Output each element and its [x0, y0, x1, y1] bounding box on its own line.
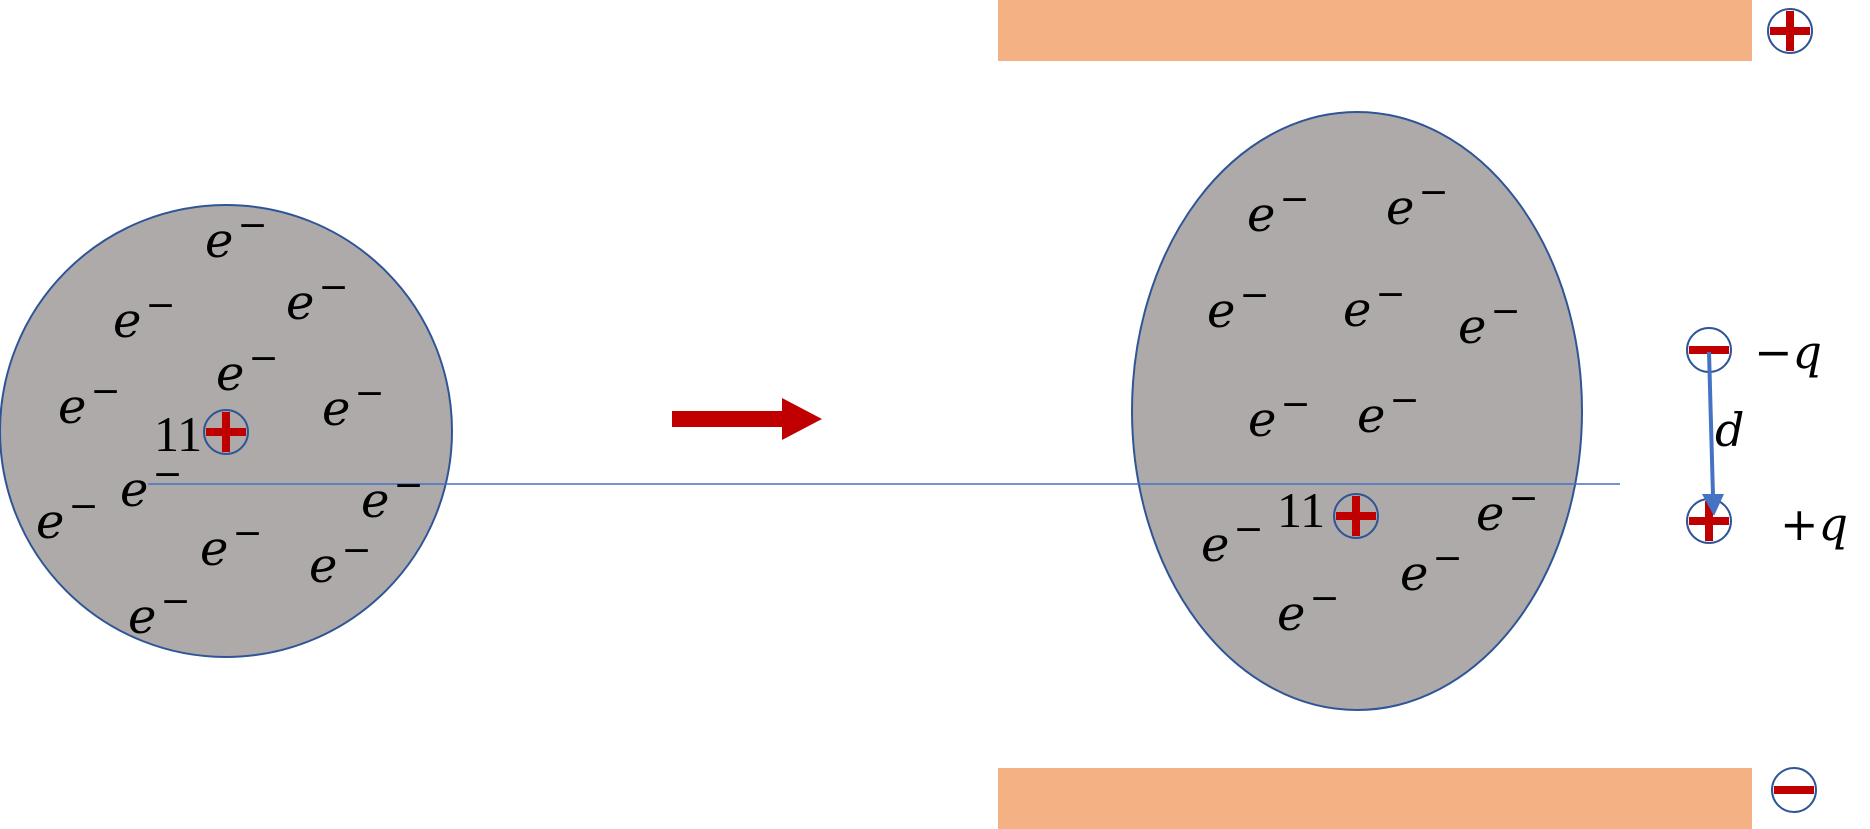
right-electron-label: e− — [1248, 384, 1311, 448]
left-electron-label: e− — [361, 465, 424, 529]
right-atom-cloud — [1131, 111, 1583, 711]
left-nucleus-plus-icon — [203, 409, 249, 455]
right-electron-label: e− — [1277, 578, 1340, 642]
top-plate-plus-icon — [1767, 8, 1813, 54]
left-electron-label: e− — [205, 205, 268, 269]
left-electron-label: e− — [309, 530, 372, 594]
dipole: −q d +q — [1686, 325, 1848, 551]
left-electron-label: e− — [216, 338, 279, 402]
right-electron-label: e− — [1458, 291, 1521, 355]
dipole-separation-label: d — [1715, 403, 1744, 457]
dipole-positive-label: +q — [1780, 497, 1848, 551]
right-electron-group: e−e−e−e−e−e−e−e−e−e−e− — [1201, 172, 1539, 642]
left-electron-label: e− — [286, 267, 349, 331]
right-nucleus-label: 11 — [1277, 482, 1325, 538]
top-plate — [998, 0, 1752, 61]
right-electron-label: e− — [1400, 538, 1463, 602]
left-electron-label: e− — [322, 373, 385, 437]
dipole-arrowhead-icon — [1702, 494, 1724, 516]
right-electron-label: e− — [1357, 380, 1420, 444]
left-nucleus-label: 11 — [154, 406, 202, 462]
left-electron-label: e− — [58, 371, 121, 435]
right-arrow-icon — [672, 398, 822, 440]
right-electron-label: e− — [1201, 509, 1264, 573]
right-electron-label: e− — [1343, 274, 1406, 338]
left-electron-label: e− — [113, 285, 176, 349]
left-nucleus: 11 — [154, 406, 249, 462]
left-electron-label: e− — [36, 486, 99, 550]
bottom-plate — [998, 768, 1752, 829]
left-electron-label: e− — [120, 454, 183, 518]
right-nucleus: 11 — [1277, 482, 1379, 539]
dipole-arrow — [1707, 351, 1715, 497]
right-nucleus-plus-icon — [1333, 493, 1379, 539]
right-electron-label: e− — [1207, 275, 1270, 339]
left-electron-group: e−e−e−e−e−e−e−e−e−e−e−e− — [36, 205, 424, 645]
right-electron-label: e− — [1476, 478, 1539, 542]
left-electron-label: e− — [128, 581, 191, 645]
right-electron-label: e− — [1386, 172, 1449, 236]
left-electron-label: e− — [200, 513, 263, 577]
bottom-plate-minus-icon — [1771, 767, 1817, 813]
dipole-negative-label: −q — [1754, 325, 1822, 379]
right-electron-label: e− — [1247, 179, 1310, 243]
